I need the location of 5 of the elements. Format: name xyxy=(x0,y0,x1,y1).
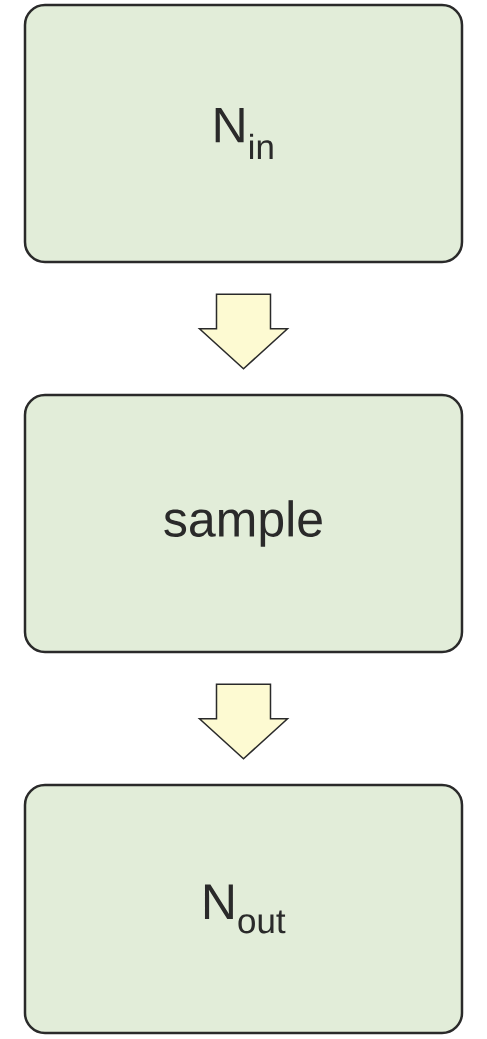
process-box: N$_{out}$ xyxy=(23,783,464,1035)
block-arrow xyxy=(197,683,290,760)
block-arrow xyxy=(197,293,290,370)
process-box: N$_{in}$ xyxy=(23,3,464,264)
process-box: sample xyxy=(23,393,464,654)
